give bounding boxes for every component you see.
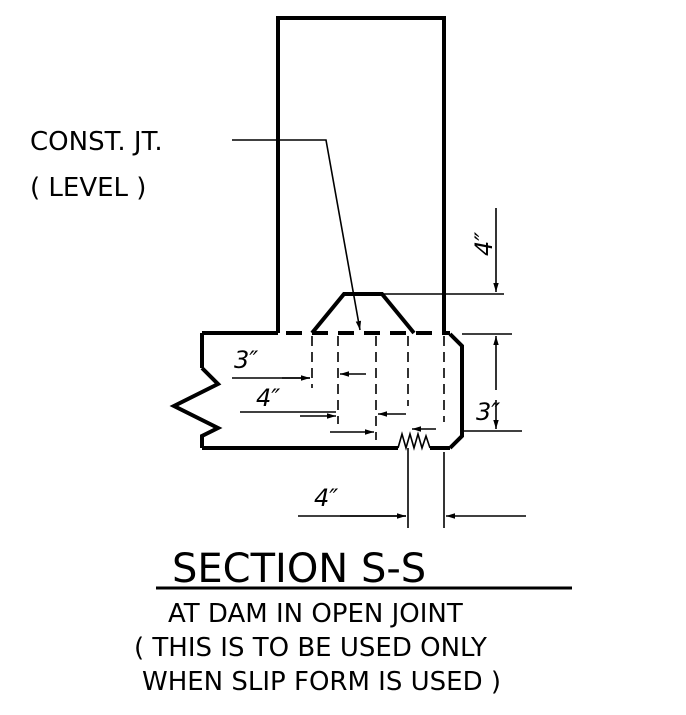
- subtitle-line-1: AT DAM IN OPEN JOINT: [168, 599, 463, 629]
- subtitle-line-3: WHEN SLIP FORM IS USED ): [142, 667, 501, 697]
- section-title: SECTION S-S: [172, 546, 426, 592]
- const-joint-label: CONST. JT.: [30, 127, 163, 157]
- wall-outline: [276, 16, 446, 333]
- dim-3in-left-label: 3″: [234, 346, 258, 374]
- dim-4in-left-label: 4″: [256, 384, 280, 412]
- extension-lines: [311, 336, 445, 440]
- dim-4in-vertical-label: 4″: [470, 232, 498, 256]
- const-joint-level-label: ( LEVEL ): [30, 173, 146, 203]
- dim-3in-right-label: 3″: [476, 398, 500, 426]
- const-joint-leader: [232, 139, 362, 331]
- break-symbol: [169, 366, 223, 448]
- shear-key: [310, 292, 416, 335]
- subtitle-line-2: ( THIS IS TO BE USED ONLY: [134, 633, 487, 663]
- dim-4in-bottom-label: 4″: [314, 484, 338, 512]
- dam-right-edge: [448, 332, 464, 450]
- joint-seal-symbol: [397, 431, 431, 451]
